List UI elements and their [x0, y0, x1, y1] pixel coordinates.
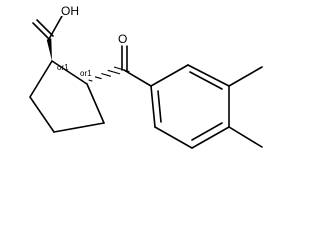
stereo-label-1: or1 [57, 63, 69, 72]
wedge-bond [46, 38, 52, 61]
cyclopentane-ring [29, 60, 105, 133]
carboxylic-acid-group [32, 15, 63, 61]
structure-diagram: OH O or1 or1 [29, 2, 263, 149]
stereo-label-2: or1 [80, 69, 92, 78]
ketone-o-label: O [118, 32, 127, 46]
benzene-ring [150, 64, 230, 149]
ketone-group [121, 45, 152, 87]
carboxyl-oh-label: OH [61, 4, 79, 18]
methyl-bond-3 [228, 66, 263, 87]
methyl-bond-4 [228, 126, 263, 148]
hashed-bond [88, 66, 130, 82]
methyl-groups [228, 66, 263, 148]
